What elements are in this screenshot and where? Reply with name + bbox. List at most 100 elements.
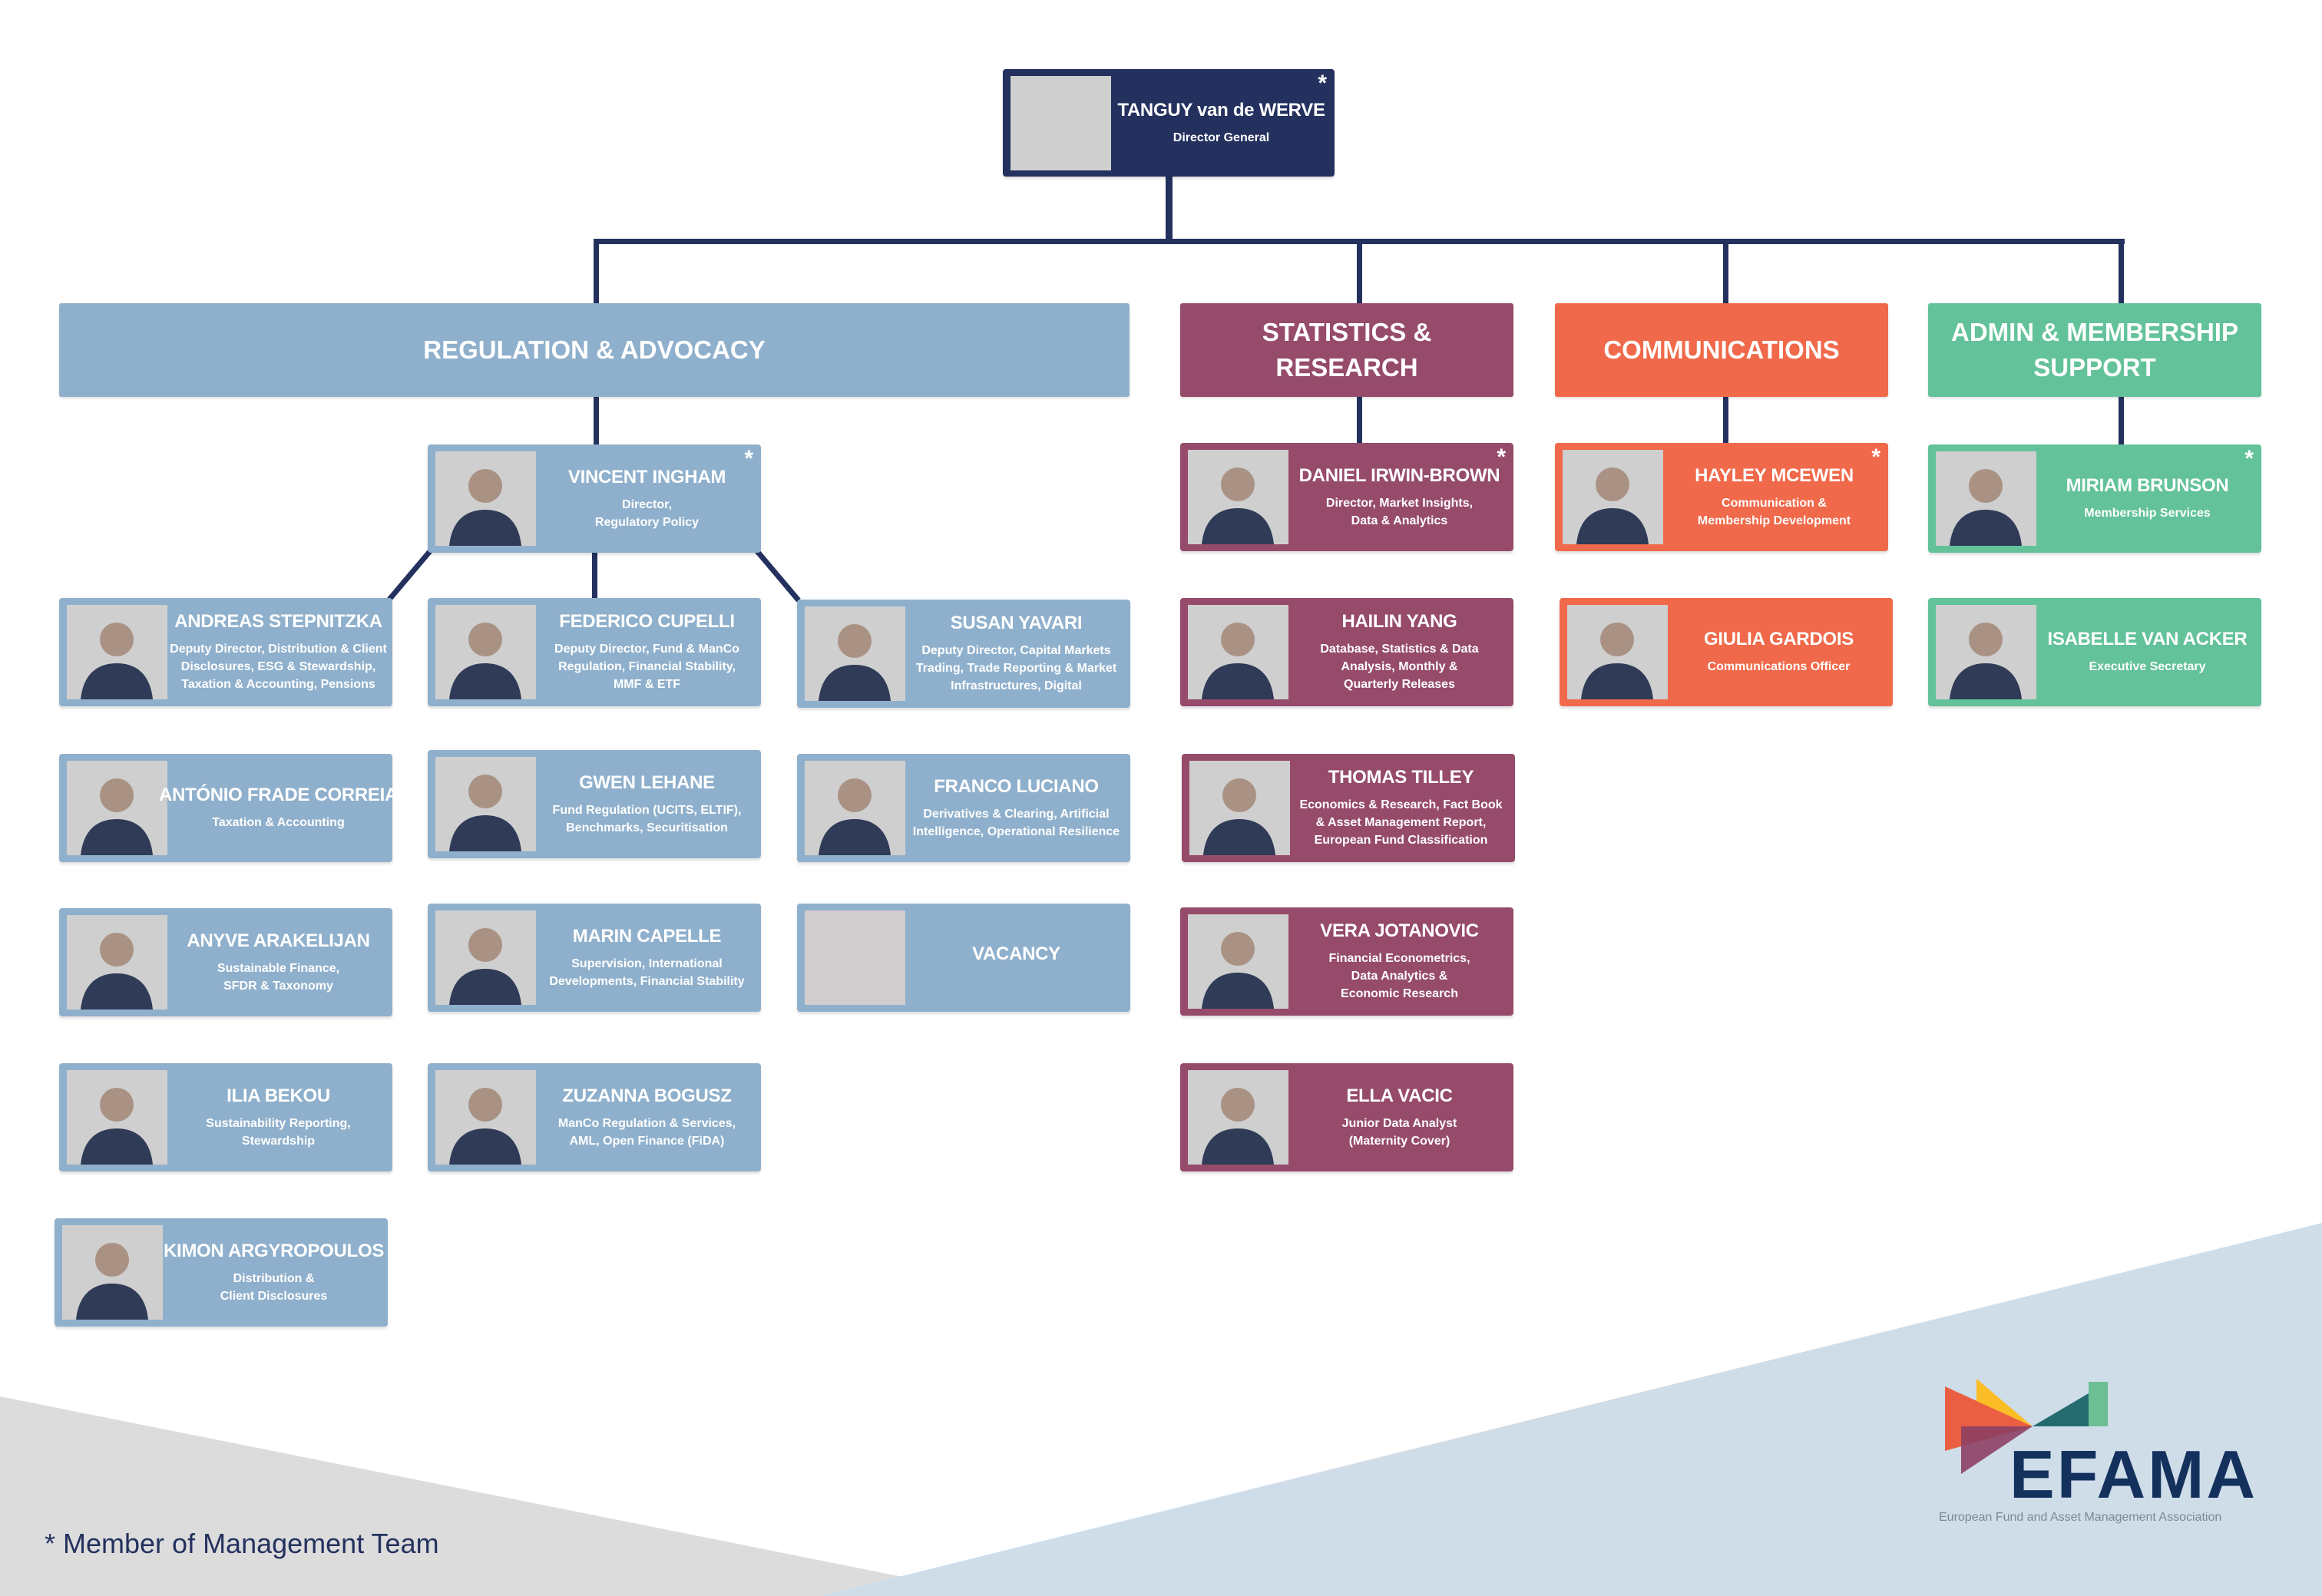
person-title-line: Financial Econometrics, xyxy=(1328,952,1470,965)
staff-card: ISABELLE VAN ACKER Executive Secretary xyxy=(1928,598,2261,706)
person-name: HAILIN YANG xyxy=(1341,611,1457,632)
person-title-line: Taxation & Accounting xyxy=(212,816,345,829)
connector-line xyxy=(594,239,599,305)
connector-line xyxy=(1723,397,1728,446)
person-title: Director General xyxy=(1173,131,1270,144)
person-title-line: Economics & Research, Fact Book xyxy=(1299,798,1503,811)
dept-label: REGULATION & ADVOCACY xyxy=(423,335,766,364)
person-name: KIMON ARGYROPOULOS xyxy=(163,1240,385,1261)
person-title-line: Intelligence, Operational Resilience xyxy=(912,824,1120,838)
person-name: MIRIAM BRUNSON xyxy=(2066,475,2229,496)
person-title-line: SFDR & Taxonomy xyxy=(223,979,333,993)
person-title-line: Deputy Director, Distribution & Client xyxy=(170,643,387,656)
person-name: DANIEL IRWIN-BROWN xyxy=(1298,464,1500,486)
person-photo xyxy=(67,915,167,1009)
person-name: ISABELLE VAN ACKER xyxy=(2047,629,2248,649)
person-title-line: Client Disclosures xyxy=(220,1289,328,1303)
management-team-footnote: * Member of Management Team xyxy=(45,1528,439,1559)
person-name: TANGUY van de WERVE xyxy=(1117,99,1325,121)
person-photo xyxy=(1188,450,1288,544)
person-photo xyxy=(1936,451,2036,546)
person-photo xyxy=(1189,761,1290,855)
dept-regulation-advocacy: REGULATION & ADVOCACY xyxy=(59,303,1130,397)
person-title-line: Trading, Trade Reporting & Market xyxy=(915,662,1117,675)
person-name: MARIN CAPELLE xyxy=(572,925,722,947)
person-title-line: (Maternity Cover) xyxy=(1348,1134,1450,1148)
person-photo xyxy=(1011,76,1111,170)
person-photo xyxy=(435,451,536,546)
person-title-line: AML, Open Finance (FiDA) xyxy=(569,1134,725,1148)
logo-wordmark: EFAMA xyxy=(2009,1436,2258,1512)
person-title-line: Junior Data Analyst xyxy=(1341,1116,1457,1130)
connector-line xyxy=(594,397,599,446)
person-title-line: Derivatives & Clearing, Artificial xyxy=(923,807,1110,821)
person-name: FRANCO LUCIANO xyxy=(934,775,1099,797)
staff-card: VACANCY xyxy=(797,904,1130,1012)
person-name: ANTÓNIO FRADE CORREIA xyxy=(158,785,399,805)
dept-statistics-research: STATISTICS & RESEARCH xyxy=(1180,303,1513,397)
management-star-icon: * xyxy=(1497,444,1506,470)
person-title-line: Disclosures, ESG & Stewardship, xyxy=(180,660,376,673)
dept-label: COMMUNICATIONS xyxy=(1603,335,1840,364)
person-title-line: Database, Statistics & Data xyxy=(1320,643,1479,656)
person-title-line: Benchmarks, Securitisation xyxy=(566,821,728,834)
person-title-line: Director, xyxy=(622,497,672,511)
person-name: VINCENT INGHAM xyxy=(567,466,726,487)
person-title-line: Communication & xyxy=(1722,496,1827,510)
person-title-line: ManCo Regulation & Services, xyxy=(557,1116,736,1130)
management-star-icon: * xyxy=(2244,446,2254,471)
staff-card: ZUZANNA BOGUSZ ManCo Regulation & Service… xyxy=(428,1063,761,1171)
person-name: ANDREAS STEPNITZKA xyxy=(174,611,382,632)
director-general-card: TANGUY van de WERVE Director General * xyxy=(1003,69,1335,177)
person-photo xyxy=(1563,450,1663,544)
person-title-line: Sustainable Finance, xyxy=(217,961,340,975)
person-photo xyxy=(1567,605,1668,699)
person-photo xyxy=(1188,914,1288,1009)
person-title-line: Membership Services xyxy=(2084,507,2211,520)
person-photo xyxy=(435,910,536,1005)
person-title-line: Data Analytics & xyxy=(1351,970,1448,983)
person-photo xyxy=(67,761,167,855)
person-photo xyxy=(435,605,536,699)
person-name: THOMAS TILLEY xyxy=(1328,767,1474,788)
person-photo xyxy=(1936,605,2036,699)
management-star-icon: * xyxy=(1318,71,1327,96)
person-title-line: Infrastructures, Digital xyxy=(951,679,1082,692)
person-name: SUSAN YAVARI xyxy=(950,613,1083,633)
connector-line xyxy=(1723,239,1728,305)
person-title-line: Communications Officer xyxy=(1707,660,1851,673)
person-title-line: Stewardship xyxy=(241,1134,316,1148)
person-title-line: European Fund Classification xyxy=(1314,834,1488,847)
staff-card: ANYVE ARAKELIJAN Sustainable Finance, SFDR… xyxy=(59,908,392,1016)
person-title-line: Quarterly Releases xyxy=(1344,678,1455,691)
connector-line xyxy=(2119,397,2124,446)
person-photo xyxy=(435,1070,536,1165)
person-title-line: Supervision, International xyxy=(571,957,723,970)
person-title-line: Executive Secretary xyxy=(2089,660,2206,673)
person-photo xyxy=(435,757,536,851)
person-title-line: MMF & ETF xyxy=(613,678,681,691)
person-name: ZUZANNA BOGUSZ xyxy=(562,1085,732,1106)
staff-card: MIRIAM BRUNSON Membership Services * xyxy=(1928,444,2261,553)
staff-card: FRANCO LUCIANO Derivatives & Clearing, Ar… xyxy=(797,754,1130,862)
staff-card: ANDREAS STEPNITZKA Deputy Director, Distr… xyxy=(59,598,392,706)
efama-logo: EFAMA European Fund and Asset Management… xyxy=(1923,1359,2261,1535)
person-name: ANYVE ARAKELIJAN xyxy=(187,930,370,951)
person-photo xyxy=(1188,1070,1288,1165)
person-photo xyxy=(67,605,167,699)
person-title-line: & Asset Management Report, xyxy=(1315,816,1487,829)
dept-label: STATISTICS & RESEARCH xyxy=(1262,318,1432,382)
dept-label: ADMIN & MEMBERSHIP SUPPORT xyxy=(1950,318,2238,382)
connector-line xyxy=(2119,239,2124,305)
staff-card: KIMON ARGYROPOULOS Distribution & Client D… xyxy=(55,1218,388,1327)
person-title-line: Distribution & xyxy=(233,1271,315,1285)
person-photo xyxy=(805,761,905,855)
